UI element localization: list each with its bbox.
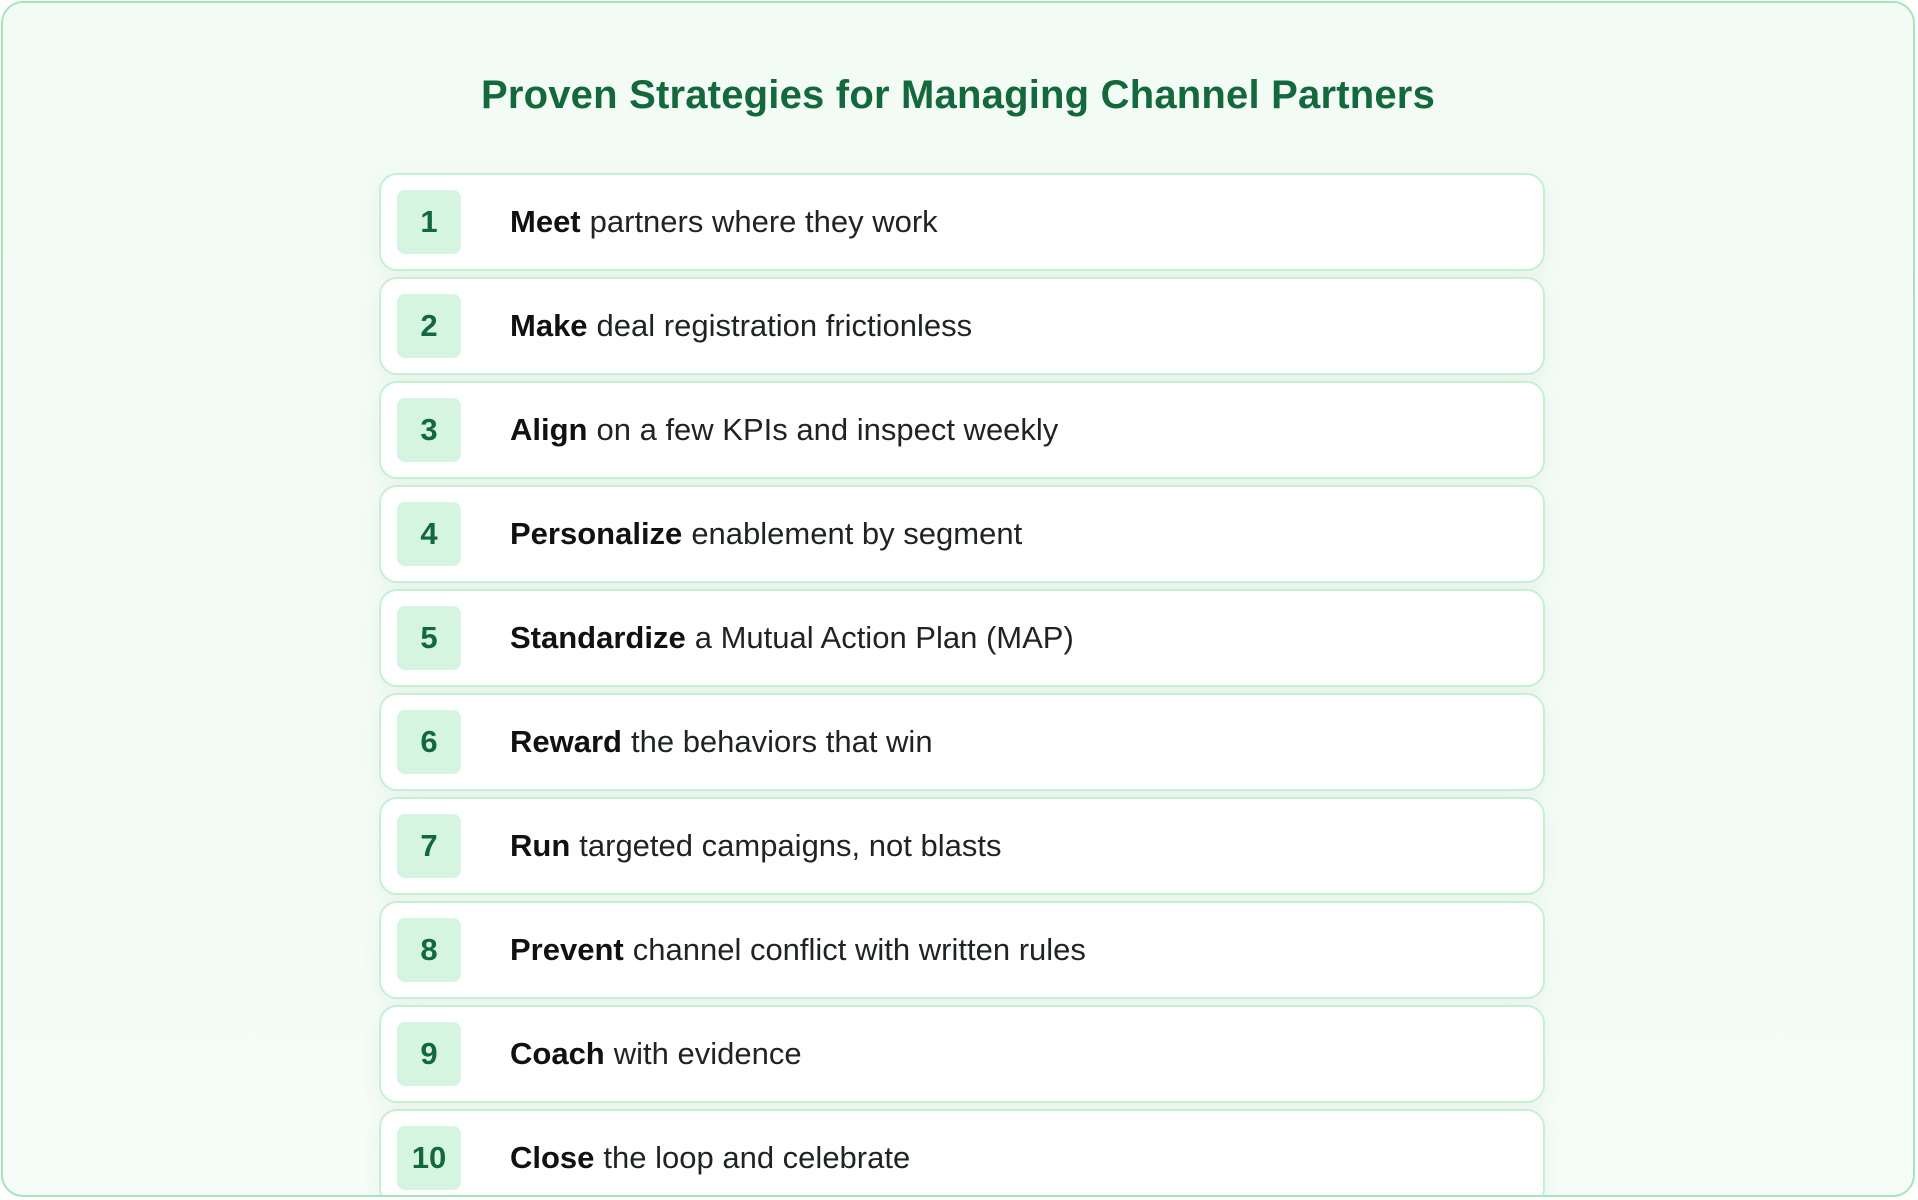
- strategy-description: the loop and celebrate: [603, 1140, 911, 1175]
- strategy-item: 9 Coach with evidence: [379, 1005, 1545, 1103]
- strategy-number-badge: 1: [397, 190, 461, 254]
- strategy-description: deal registration frictionless: [596, 308, 973, 343]
- strategy-item: 3 Align on a few KPIs and inspect weekly: [379, 381, 1545, 479]
- page-title: Proven Strategies for Managing Channel P…: [480, 73, 1436, 117]
- strategy-text: Reward the behaviors that win: [510, 695, 933, 789]
- strategy-number-badge: 3: [397, 398, 461, 462]
- strategy-description: targeted campaigns, not blasts: [579, 828, 1002, 863]
- strategy-keyword: Align: [510, 412, 588, 447]
- strategy-item: 10 Close the loop and celebrate: [379, 1109, 1545, 1195]
- strategy-item: 8 Prevent channel conflict with written …: [379, 901, 1545, 999]
- strategy-description: a Mutual Action Plan (MAP): [694, 620, 1074, 655]
- strategy-text: Make deal registration frictionless: [510, 279, 972, 373]
- strategy-text: Standardize a Mutual Action Plan (MAP): [510, 591, 1074, 685]
- strategy-keyword: Standardize: [510, 620, 686, 655]
- strategy-keyword: Personalize: [510, 516, 683, 551]
- strategy-description: enablement by segment: [691, 516, 1023, 551]
- strategy-text: Run targeted campaigns, not blasts: [510, 799, 1001, 893]
- strategy-item: 1 Meet partners where they work: [379, 173, 1545, 271]
- strategy-item: 5 Standardize a Mutual Action Plan (MAP): [379, 589, 1545, 687]
- strategy-description: partners where they work: [589, 204, 938, 239]
- strategy-text: Align on a few KPIs and inspect weekly: [510, 383, 1058, 477]
- strategy-keyword: Reward: [510, 724, 622, 759]
- strategy-description: the behaviors that win: [630, 724, 933, 759]
- strategy-text: Close the loop and celebrate: [510, 1111, 911, 1195]
- strategy-keyword: Make: [510, 308, 588, 343]
- strategy-description: with evidence: [613, 1036, 802, 1071]
- strategy-number-badge: 6: [397, 710, 461, 774]
- strategy-description: channel conflict with written rules: [632, 932, 1086, 967]
- strategy-number-badge: 5: [397, 606, 461, 670]
- strategy-text: Prevent channel conflict with written ru…: [510, 903, 1086, 997]
- strategy-number-badge: 4: [397, 502, 461, 566]
- strategy-list: 1 Meet partners where they work 2 Make d…: [379, 173, 1545, 1195]
- strategy-description: on a few KPIs and inspect weekly: [596, 412, 1059, 447]
- strategy-number-badge: 10: [397, 1126, 461, 1190]
- strategy-keyword: Meet: [510, 204, 581, 239]
- strategy-keyword: Run: [510, 828, 571, 863]
- strategy-item: 2 Make deal registration frictionless: [379, 277, 1545, 375]
- strategy-text: Meet partners where they work: [510, 175, 938, 269]
- strategy-number-badge: 7: [397, 814, 461, 878]
- strategy-keyword: Coach: [510, 1036, 605, 1071]
- strategy-keyword: Close: [510, 1140, 595, 1175]
- strategy-number-badge: 2: [397, 294, 461, 358]
- strategy-number-badge: 9: [397, 1022, 461, 1086]
- strategy-text: Personalize enablement by segment: [510, 487, 1022, 581]
- strategy-item: 4 Personalize enablement by segment: [379, 485, 1545, 583]
- strategy-keyword: Prevent: [510, 932, 624, 967]
- strategy-item: 7 Run targeted campaigns, not blasts: [379, 797, 1545, 895]
- strategy-number-badge: 8: [397, 918, 461, 982]
- strategy-item: 6 Reward the behaviors that win: [379, 693, 1545, 791]
- strategy-text: Coach with evidence: [510, 1007, 802, 1101]
